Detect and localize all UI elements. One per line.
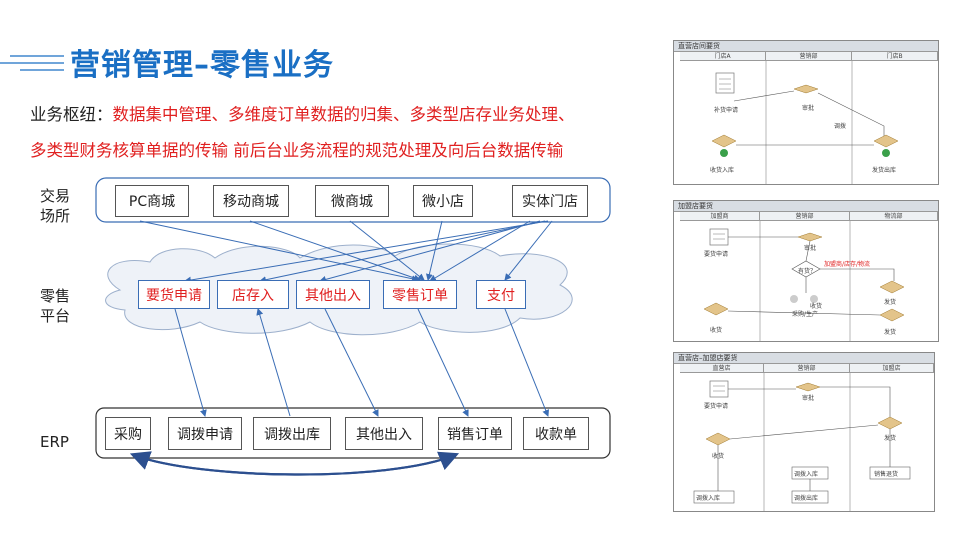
flow-panel-3-lines: [693, 373, 911, 511]
hub-line-2: 多类型财务核算单据的传输 前后台业务流程的规范处理及向后台数据传输: [30, 137, 563, 161]
flow-panel-1-col-2: 营销部: [766, 52, 852, 61]
label-erp: ERP: [40, 432, 69, 452]
page-title: 营销管理–零售业务: [70, 48, 334, 83]
flow-panel-3-label-3: 发货: [884, 435, 897, 442]
trade-box-microshop: 微小店: [413, 185, 473, 217]
hub-text-2: 多类型财务核算单据的传输 前后台业务流程的规范处理及向后台数据传输: [30, 141, 564, 160]
flow-panel-3-col-3: 加盟店: [850, 364, 934, 373]
flow-panel-1-label-3: 调拨: [834, 123, 847, 130]
flow-panel-2-label-2: 审批: [804, 245, 817, 252]
retail-box-stock-in: 店存入: [217, 280, 289, 309]
flow-panel-2-label-4: 加盟商/店存/物流: [824, 261, 871, 268]
flow-panel-1: 直营店间要货 门店A 营销部 门店B 补货申请 审批 调拨 收货入库 发货出库: [673, 40, 939, 185]
flow-panel-1-label-2: 审批: [802, 105, 815, 112]
flow-panel-2-col-2: 营销部: [760, 212, 850, 221]
diagram-canvas: [95, 177, 611, 476]
retail-box-pay: 支付: [476, 280, 526, 309]
flow-panel-3-col-1: 直营店: [680, 364, 764, 373]
erp-box-receipt: 收款单: [523, 417, 589, 450]
retail-box-order: 零售订单: [383, 280, 457, 309]
flow-panel-3-label-8: 调拨出库: [794, 495, 819, 502]
label-erp-text: ERP: [40, 433, 69, 451]
flow-panel-1-lines: [711, 61, 899, 184]
flow-panel-2-title: 加盟店要货: [674, 201, 938, 212]
flow-panel-2: 加盟店要货 加盟商 营销部 物流部 要货申请 审批 有货？ 加盟商/店存/物流 …: [673, 200, 939, 342]
erp-box-transfer-out: 调拨出库: [253, 417, 331, 450]
flow-panel-3-col-2: 营销部: [764, 364, 850, 373]
hub-label: 业务枢纽：: [30, 105, 113, 124]
label-trade: 交易 场所: [40, 186, 70, 226]
flow-panel-1-col-1: 门店A: [680, 52, 766, 61]
flow-panel-3-label-2: 审批: [802, 395, 815, 402]
trade-box-mobile: 移动商城: [213, 185, 289, 217]
retail-box-other: 其他出入: [296, 280, 370, 309]
flow-panel-2-label-7: 发货: [884, 299, 897, 306]
flow-panel-3-label-6: 销售退货: [874, 471, 899, 478]
flow-panel-3-label-7: 调拨入库: [696, 495, 721, 502]
trade-box-wechat: 微商城: [315, 185, 389, 217]
flow-panel-3-label-5: 调拨入库: [794, 471, 819, 478]
flow-panel-1-label-4: 收货入库: [710, 167, 735, 174]
flow-panel-2-label-9: 发货: [884, 329, 897, 336]
erp-box-sales-order: 销售订单: [438, 417, 512, 450]
erp-box-purchase: 采购: [105, 417, 151, 450]
flow-panel-1-col-3: 门店B: [852, 52, 938, 61]
flow-panel-2-label-1: 要货申请: [704, 251, 729, 258]
label-retail-text: 零售 平台: [40, 287, 71, 325]
hub-text-1: 数据集中管理、多维度订单数据的归集、多类型店存业务处理、: [112, 105, 575, 124]
flow-panel-3-title: 直营店–加盟店要货: [674, 353, 934, 364]
trade-box-pc: PC商城: [115, 185, 189, 217]
erp-box-other: 其他出入: [345, 417, 423, 450]
label-retail: 零售 平台: [40, 286, 70, 326]
flow-panel-2-col-1: 加盟商: [680, 212, 760, 221]
flow-panel-2-label-3: 有货？: [798, 268, 817, 275]
flow-panel-1-title: 直营店间要货: [674, 41, 938, 52]
flow-panel-2-label-8: 收货: [710, 327, 723, 334]
flow-panel-3: 直营店–加盟店要货 直营店 营销部 加盟店 要货申请 审批 发货 收货 调拨入库…: [673, 352, 935, 512]
flow-panel-2-lines: [703, 221, 905, 341]
flow-panel-1-label-1: 补货申请: [714, 107, 739, 114]
title-decoration: [0, 55, 64, 71]
flow-panel-3-label-1: 要货申请: [704, 403, 729, 410]
erp-box-transfer-request: 调拨申请: [168, 417, 242, 450]
flow-panel-2-col-3: 物流部: [850, 212, 938, 221]
label-trade-text: 交易 场所: [40, 187, 71, 225]
flow-panel-3-label-4: 收货: [712, 453, 725, 460]
trade-box-store: 实体门店: [512, 185, 588, 217]
flow-panel-2-label-6: 采购/生产: [792, 311, 819, 318]
hub-line-1: 业务枢纽：数据集中管理、多维度订单数据的归集、多类型店存业务处理、: [30, 101, 575, 125]
retail-box-request: 要货申请: [138, 280, 210, 309]
flow-panel-1-label-5: 发货出库: [872, 167, 897, 174]
flow-panel-2-label-5: 收货: [810, 303, 823, 310]
